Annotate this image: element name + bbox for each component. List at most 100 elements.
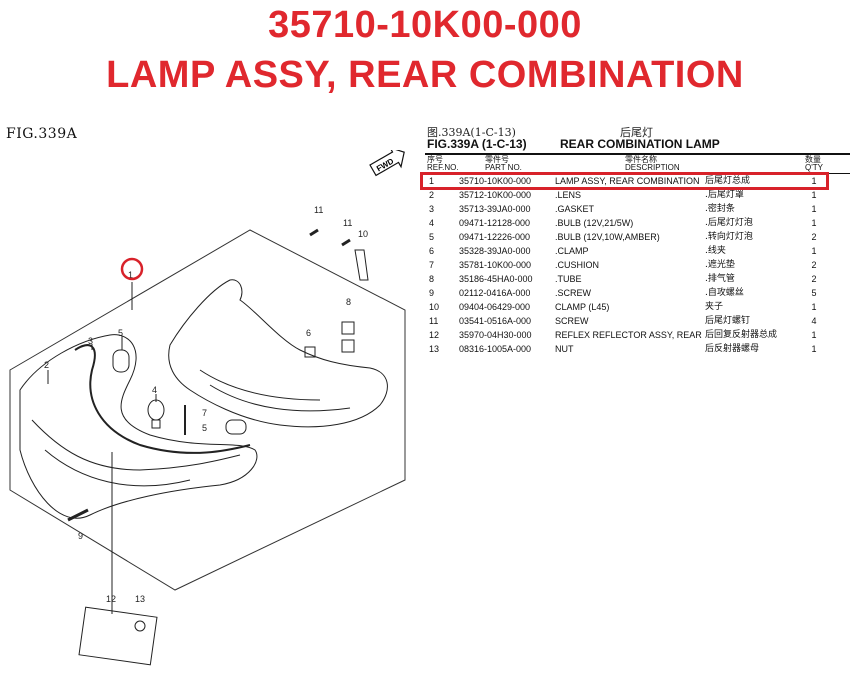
qty-cell: 5 bbox=[811, 288, 817, 298]
diagram-frame bbox=[9, 229, 406, 591]
cn-description-cell: .自攻螺丝 bbox=[705, 288, 744, 298]
cn-description-cell: .密封条 bbox=[705, 204, 735, 214]
callout-1: 1 bbox=[128, 270, 133, 280]
lens-shape bbox=[19, 334, 258, 519]
callout-6: 6 bbox=[306, 328, 311, 338]
part-no-cell: 35328-39JA0-000 bbox=[459, 246, 531, 256]
ref-cell: 7 bbox=[429, 260, 435, 270]
reflector bbox=[78, 606, 158, 666]
part-number-heading: 35710-10K00-000 bbox=[268, 4, 582, 46]
part-no-cell: 35970-04H30-000 bbox=[459, 330, 532, 340]
cn-description-cell: .转向灯灯泡 bbox=[705, 232, 753, 242]
callout-11a: 11 bbox=[314, 205, 323, 215]
table-fig-title: REAR COMBINATION LAMP bbox=[560, 137, 720, 151]
header-qty-cn: 数量 bbox=[805, 155, 821, 164]
reflector-nut bbox=[134, 620, 146, 632]
callout-5a: 5 bbox=[118, 328, 123, 338]
description-cell: CLAMP (L45) bbox=[555, 302, 610, 312]
ref-cell: 10 bbox=[429, 302, 440, 312]
callout-13: 13 bbox=[135, 594, 145, 604]
qty-cell: 1 bbox=[811, 190, 817, 200]
part-no-cell: 03541-0516A-000 bbox=[459, 316, 532, 326]
ref-cell: 3 bbox=[429, 204, 435, 214]
fwd-arrow-icon: FWD bbox=[369, 150, 405, 177]
qty-cell: 1 bbox=[811, 176, 817, 186]
bulb-4 bbox=[147, 399, 165, 421]
ref-cell: 2 bbox=[429, 190, 435, 200]
callout-8: 8 bbox=[346, 297, 351, 307]
callout-2: 2 bbox=[44, 360, 49, 370]
part-no-cell: 35710-10K00-000 bbox=[459, 176, 532, 186]
header-part: PART NO. bbox=[485, 163, 522, 172]
cn-description-cell: 后尾灯总成 bbox=[705, 176, 751, 186]
header-ref-cn: 序号 bbox=[427, 155, 443, 164]
ref-cell: 13 bbox=[429, 344, 440, 354]
table-heading: FIG.339A (1-C-13) REAR COMBINATION LAMP bbox=[425, 137, 850, 153]
qty-cell: 4 bbox=[811, 316, 817, 326]
header-ref: REF.NO. bbox=[427, 163, 459, 172]
description-cell: .CUSHION bbox=[555, 260, 600, 270]
header-part-cn: 零件号 bbox=[485, 155, 509, 164]
figure-label: FIG.339A bbox=[6, 126, 78, 142]
qty-cell: 1 bbox=[811, 302, 817, 312]
exploded-view-diagram: FWD 1 2 3 4 5 5 6 7 8 9 10 11 11 12 13 bbox=[9, 150, 406, 666]
callout-1-highlight bbox=[120, 257, 144, 281]
header-qty: Q'TY bbox=[805, 163, 823, 172]
gasket-shape bbox=[74, 344, 251, 454]
header-desc: DESCRIPTION bbox=[625, 163, 680, 172]
cn-description-cell: .后尾灯灯泡 bbox=[705, 218, 753, 228]
qty-cell: 1 bbox=[811, 330, 817, 340]
ref-cell: 5 bbox=[429, 232, 435, 242]
part-no-cell: 09471-12128-000 bbox=[459, 218, 531, 228]
cn-description-cell: .排气管 bbox=[705, 274, 735, 284]
part-no-cell: 02112-0416A-000 bbox=[459, 288, 531, 298]
table-cn-fig: 图.339A(1-C-13) bbox=[427, 126, 516, 139]
description-cell: .SCREW bbox=[555, 288, 591, 298]
callout-9: 9 bbox=[78, 531, 83, 541]
ref-cell: 12 bbox=[429, 330, 440, 340]
callout-3: 3 bbox=[88, 336, 93, 346]
bulb-5-upper bbox=[112, 349, 130, 373]
part-no-cell: 08316-1005A-000 bbox=[459, 344, 532, 354]
housing-shape bbox=[168, 279, 388, 428]
ref-cell: 6 bbox=[429, 246, 435, 256]
qty-cell: 1 bbox=[811, 218, 817, 228]
table-row: 12 35970-04H30-000 REFLEX REFLECTOR ASSY, … bbox=[425, 328, 850, 342]
description-cell: .GASKET bbox=[555, 204, 595, 214]
table-fig-code: FIG.339A (1-C-13) bbox=[427, 137, 527, 151]
part-no-cell: 09471-12226-000 bbox=[459, 232, 531, 242]
description-cell: .BULB (12V,10W,AMBER) bbox=[555, 232, 660, 242]
callout-7: 7 bbox=[202, 408, 207, 418]
description-cell: NUT bbox=[555, 344, 574, 354]
cn-description-cell: .线夹 bbox=[705, 246, 726, 256]
table-row: 5 09471-12226-000 .BULB (12V,10W,AMBER) .转向… bbox=[425, 230, 850, 244]
callout-5b: 5 bbox=[202, 423, 207, 433]
part-no-cell: 09404-06429-000 bbox=[459, 302, 531, 312]
cn-description-cell: .后尾灯罩 bbox=[705, 190, 744, 200]
qty-cell: 2 bbox=[811, 274, 817, 284]
qty-cell: 1 bbox=[811, 204, 817, 214]
description-cell: .CLAMP bbox=[555, 246, 589, 256]
cn-description-cell: 后回复反射器总成 bbox=[705, 330, 778, 340]
row-1-highlight bbox=[420, 172, 829, 190]
callout-4: 4 bbox=[152, 385, 157, 395]
table-body: 1 35710-10K00-000 LAMP ASSY, REAR COMBINAT… bbox=[425, 174, 850, 356]
description-cell: LAMP ASSY, REAR COMBINATION bbox=[555, 176, 700, 186]
callout-11b: 11 bbox=[343, 218, 352, 228]
callout-12: 12 bbox=[106, 594, 116, 604]
parts-table: 图.339A(1-C-13) 后尾灯 FIG.339A (1-C-13) REA… bbox=[425, 124, 850, 356]
cn-description-cell: 夹子 bbox=[705, 302, 724, 312]
table-cn-heading: 图.339A(1-C-13) 后尾灯 bbox=[425, 124, 850, 139]
description-cell: REFLEX REFLECTOR ASSY, REAR bbox=[555, 330, 702, 340]
bulb-5-lower bbox=[225, 419, 247, 435]
cn-description-cell: .遮光垫 bbox=[705, 260, 735, 270]
